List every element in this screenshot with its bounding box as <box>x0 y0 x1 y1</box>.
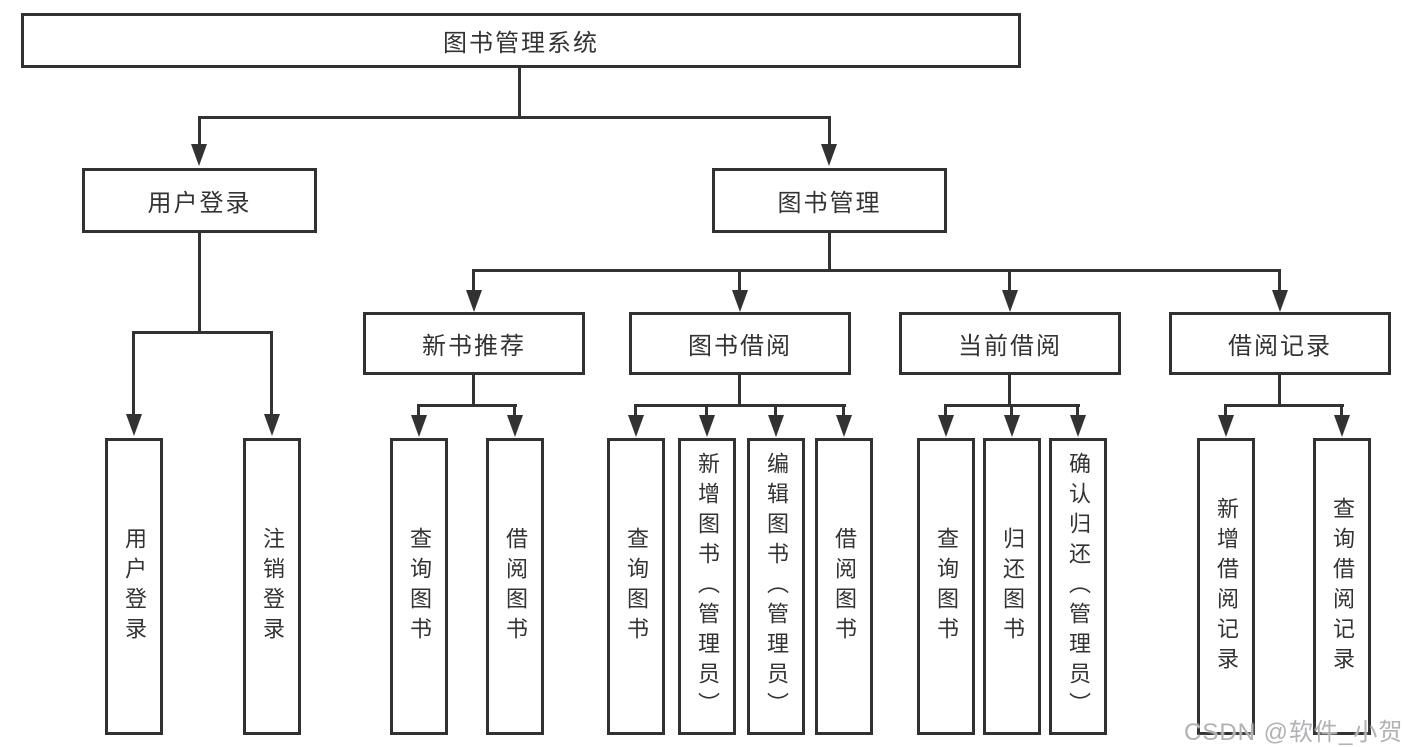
connector-line <box>1224 404 1344 407</box>
connector-line <box>198 118 201 146</box>
node-label: 图书借阅 <box>688 333 792 360</box>
node-user-login-branch: 用户登录 <box>82 168 317 233</box>
arrowhead-down-icon <box>768 415 784 437</box>
connector-line <box>738 375 741 407</box>
leaf-add-books-admin: 新增图书（管理员） <box>678 438 736 735</box>
connector-line <box>774 406 777 417</box>
arrowhead-down-icon <box>1218 415 1234 437</box>
node-current-borrowing: 当前借阅 <box>899 312 1121 375</box>
connector-line <box>1010 406 1013 417</box>
connector-line <box>842 406 845 417</box>
connector-line <box>828 118 831 146</box>
leaf-logout: 注销登录 <box>243 438 301 735</box>
arrowhead-down-icon <box>411 415 427 437</box>
connector-line <box>132 331 273 334</box>
node-label: 查询图书 <box>624 526 649 647</box>
connector-line <box>828 233 831 272</box>
leaf-edit-books-admin: 编辑图书（管理员） <box>747 438 805 735</box>
node-label: 图书管理 <box>777 190 882 217</box>
leaf-borrow-books-1: 借阅图书 <box>486 438 544 735</box>
leaf-add-borrow-record: 新增借阅记录 <box>1197 438 1255 735</box>
arrowhead-down-icon <box>821 144 837 166</box>
arrowhead-down-icon <box>1070 415 1086 437</box>
connector-line <box>1008 271 1011 292</box>
node-label: 用户登录 <box>122 526 147 647</box>
node-label: 查询图书 <box>934 526 959 647</box>
arrowhead-down-icon <box>699 415 715 437</box>
connector-line <box>1008 375 1011 407</box>
connector-line <box>634 404 846 407</box>
connector-line <box>198 233 201 333</box>
node-label: 新增借阅记录 <box>1214 496 1239 677</box>
node-label: 借阅记录 <box>1228 333 1332 360</box>
leaf-query-books-2: 查询图书 <box>607 438 665 735</box>
connector-line <box>738 271 741 292</box>
arrowhead-down-icon <box>1004 415 1020 437</box>
connector-line <box>472 375 475 407</box>
leaf-borrow-books-2: 借阅图书 <box>815 438 873 735</box>
leaf-query-borrow-record: 查询借阅记录 <box>1313 438 1371 735</box>
csdn-watermark: CSDN @软件_小贺同学 <box>1184 719 1405 746</box>
node-new-book-recommendation: 新书推荐 <box>363 312 585 375</box>
arrowhead-down-icon <box>1002 290 1018 312</box>
arrowhead-down-icon <box>264 414 280 436</box>
connector-line <box>944 404 1080 407</box>
node-label: 借阅图书 <box>832 526 857 647</box>
connector-line <box>417 406 420 417</box>
leaf-user-login: 用户登录 <box>105 438 163 735</box>
arrowhead-down-icon <box>732 290 748 312</box>
connector-line <box>1076 406 1079 417</box>
node-label: 注销登录 <box>260 526 285 647</box>
connector-line <box>634 406 637 417</box>
leaf-query-books-1: 查询图书 <box>390 438 448 735</box>
leaf-return-books: 归还图书 <box>983 438 1041 735</box>
connector-line <box>944 406 947 417</box>
arrowhead-down-icon <box>836 415 852 437</box>
arrowhead-down-icon <box>507 415 523 437</box>
leaf-confirm-return-admin: 确认归还（管理员） <box>1049 438 1107 735</box>
arrowhead-down-icon <box>1334 415 1350 437</box>
node-label: 查询图书 <box>407 526 432 647</box>
node-label: 新书推荐 <box>422 333 526 360</box>
arrowhead-down-icon <box>628 415 644 437</box>
connector-line <box>472 271 475 292</box>
node-label: 归还图书 <box>1000 526 1025 647</box>
leaf-query-books-3: 查询图书 <box>917 438 975 735</box>
connector-line <box>1278 271 1281 292</box>
node-label: 用户登录 <box>147 190 252 217</box>
connector-line <box>1278 375 1281 407</box>
node-book-management-branch: 图书管理 <box>712 168 947 233</box>
node-label: 编辑图书（管理员） <box>764 451 789 722</box>
connector-line <box>705 406 708 417</box>
node-label: 当前借阅 <box>958 333 1062 360</box>
arrowhead-down-icon <box>938 415 954 437</box>
arrowhead-down-icon <box>191 144 207 166</box>
connector-line <box>472 269 1281 272</box>
node-label: 新增图书（管理员） <box>695 451 720 722</box>
connector-line <box>132 333 135 416</box>
connector-line <box>417 404 517 407</box>
arrowhead-down-icon <box>466 290 482 312</box>
node-label: 确认归还（管理员） <box>1066 451 1091 722</box>
connector-line <box>518 68 521 118</box>
connector-line <box>270 333 273 416</box>
arrowhead-down-icon <box>1272 290 1288 312</box>
node-book-borrowing: 图书借阅 <box>629 312 851 375</box>
connector-line <box>198 116 831 119</box>
node-borrowing-records: 借阅记录 <box>1169 312 1391 375</box>
connector-line <box>513 406 516 417</box>
node-label: 借阅图书 <box>503 526 528 647</box>
node-library-management-system: 图书管理系统 <box>21 13 1021 68</box>
node-label: 查询借阅记录 <box>1330 496 1355 677</box>
node-label: 图书管理系统 <box>443 30 599 57</box>
connector-line <box>1224 406 1227 417</box>
connector-line <box>1340 406 1343 417</box>
arrowhead-down-icon <box>126 414 142 436</box>
